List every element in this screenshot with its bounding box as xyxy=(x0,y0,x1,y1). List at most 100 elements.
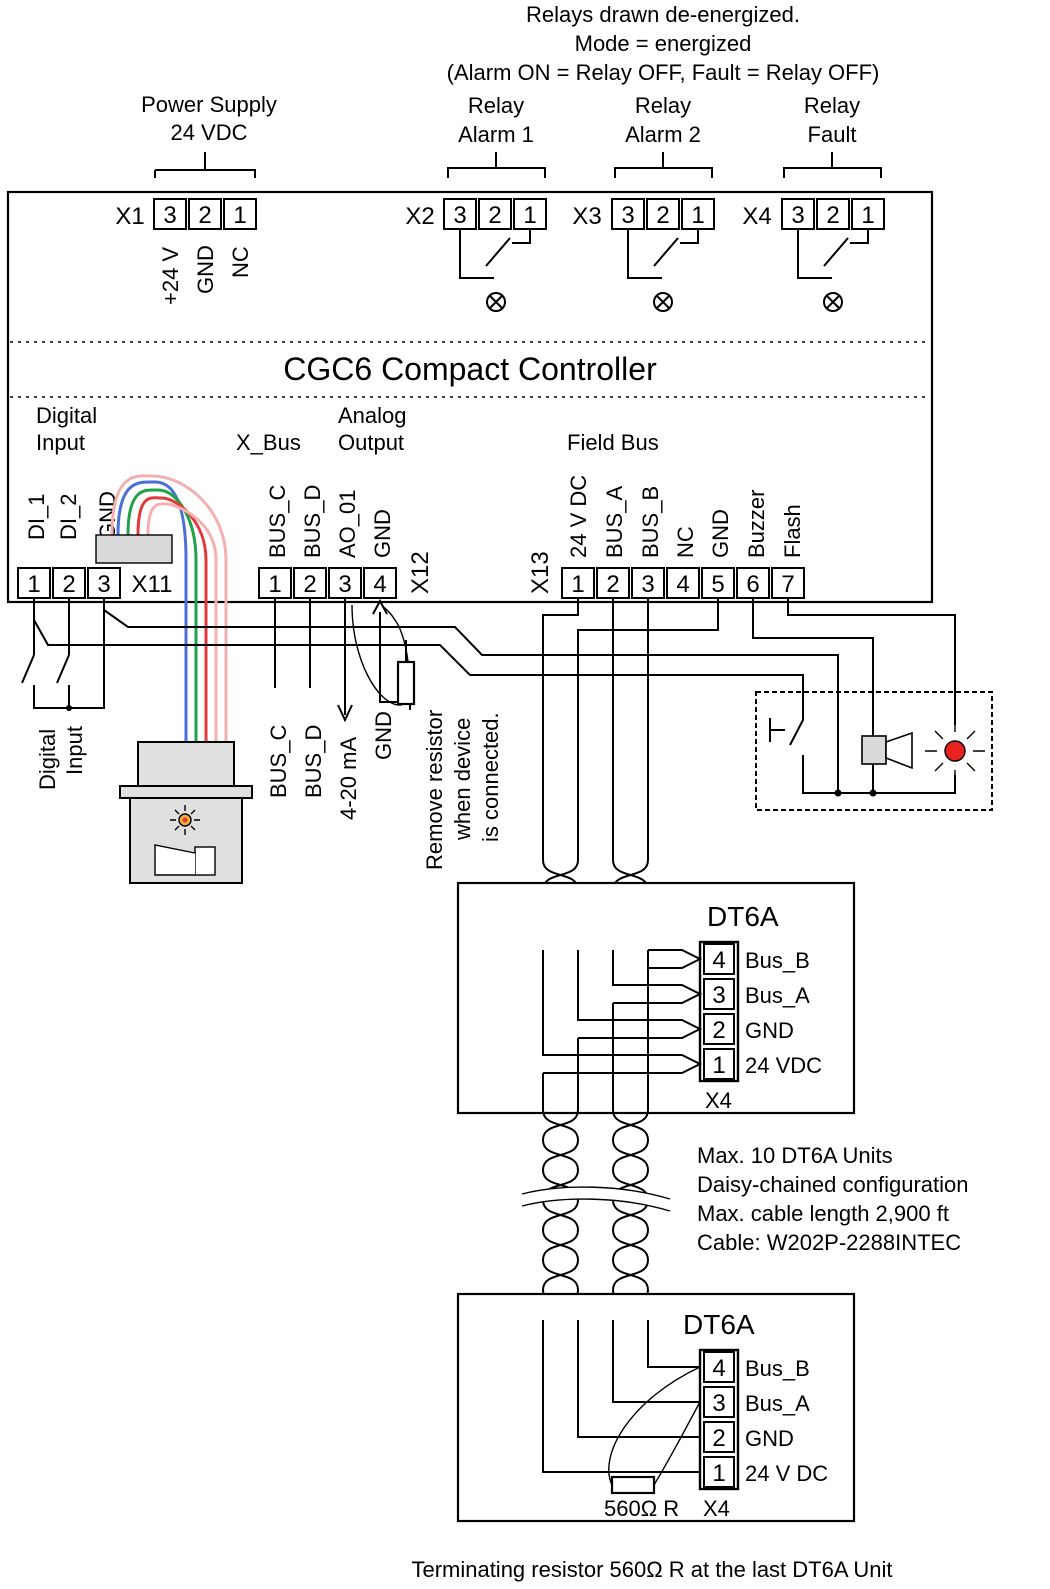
buzzer-icon xyxy=(861,731,913,770)
ribbon-cable xyxy=(95,474,228,745)
below-remove-3: is connected. xyxy=(478,712,503,842)
below-digital-1: Digital xyxy=(35,729,60,790)
relay-alarm2-label: Relay xyxy=(635,93,691,118)
below-remove-1: Remove resistor xyxy=(422,710,447,870)
svg-text:3: 3 xyxy=(641,571,654,598)
below-4-20ma: 4-20 mA xyxy=(336,737,361,820)
svg-text:3: 3 xyxy=(621,202,634,229)
twisted-pair-cable xyxy=(541,1109,650,1321)
relay-fault-label: Relay xyxy=(804,93,860,118)
below-digital-2: Input xyxy=(62,726,87,775)
power-supply-label: Power Supply xyxy=(141,92,277,117)
svg-text:6: 6 xyxy=(746,571,759,598)
svg-text:4: 4 xyxy=(712,947,725,974)
dt6a-bottom-title: DT6A xyxy=(683,1309,755,1340)
relay-alarm1-name: Alarm 1 xyxy=(458,122,534,147)
x1-label-24v: +24 V xyxy=(158,247,183,305)
dt6a-bottom-terminal: 4 3 2 1 xyxy=(698,1348,740,1491)
x12-label: X12 xyxy=(407,551,434,594)
relay-alarm1-label: Relay xyxy=(468,93,524,118)
dt6a-top-box xyxy=(456,881,856,1115)
lamp-icon xyxy=(823,292,843,312)
svg-text:1: 1 xyxy=(27,571,40,598)
relay-fault-name: Fault xyxy=(808,122,857,147)
note-cable-length: Max. cable length 2,900 ft xyxy=(697,1201,949,1226)
svg-text:4: 4 xyxy=(712,1355,725,1382)
footer-terminating-note: Terminating resistor 560Ω R at the last … xyxy=(411,1557,892,1582)
dt6a-bottom-box xyxy=(456,1292,856,1523)
x1-pin-2: 2 xyxy=(198,202,211,229)
analog-header-1: Analog xyxy=(338,403,407,428)
digital-input-switches xyxy=(21,598,105,711)
svg-text:2: 2 xyxy=(656,202,669,229)
relay-note-line1: Relays drawn de-energized. xyxy=(526,2,800,27)
svg-text:3: 3 xyxy=(453,202,466,229)
svg-text:2: 2 xyxy=(712,1017,725,1044)
below-remove-2: when device xyxy=(450,718,475,841)
analog-header-2: Output xyxy=(338,430,404,455)
x13-label-busb: BUS_B xyxy=(638,486,663,558)
x11-label: X11 xyxy=(132,571,173,598)
svg-text:1: 1 xyxy=(571,571,584,598)
dt6a-top-label-busa: Bus_A xyxy=(745,983,810,1008)
flash-light-icon xyxy=(873,722,985,794)
lamp-icon xyxy=(486,292,506,312)
relay-note-line2: Mode = energized xyxy=(575,31,752,56)
x3-terminal: 3 2 1 xyxy=(611,198,715,230)
dt6a-top-terminal: 4 3 2 1 xyxy=(698,940,740,1083)
svg-text:3: 3 xyxy=(712,982,725,1009)
svg-text:1: 1 xyxy=(861,202,874,229)
note-cable-type: Cable: W202P-2288INTEC xyxy=(697,1230,961,1255)
svg-text:2: 2 xyxy=(712,1425,725,1452)
lamp-icon xyxy=(653,292,673,312)
x1-pin-1: 1 xyxy=(233,202,246,229)
x1-label: X1 xyxy=(115,203,144,230)
dt6a-top-connector: X4 xyxy=(705,1088,732,1113)
digital-input-header-2: Input xyxy=(36,430,85,455)
relay-contact-icon xyxy=(797,229,869,279)
x2-terminal: 3 2 1 xyxy=(443,198,547,230)
power-supply-voltage: 24 VDC xyxy=(170,120,247,145)
dt6a-bottom-connector: X4 xyxy=(703,1496,730,1521)
svg-text:4: 4 xyxy=(373,571,386,598)
pushbutton-icon xyxy=(769,690,877,797)
relay-alarm2-name: Alarm 2 xyxy=(625,122,701,147)
x12-label-busd: BUS_D xyxy=(300,485,325,558)
x11-label-di1: DI_1 xyxy=(24,494,49,540)
dt6a-top-label-busb: Bus_B xyxy=(745,948,810,973)
svg-text:2: 2 xyxy=(606,571,619,598)
x1-label-nc: NC xyxy=(228,246,253,278)
x12-terminal: 1 2 3 4 xyxy=(258,567,397,599)
dt6a-top-label-gnd: GND xyxy=(745,1018,794,1043)
x13-label-24vdc: 24 V DC xyxy=(566,475,591,558)
x12-label-busc: BUS_C xyxy=(265,485,290,558)
fieldbus-header: Field Bus xyxy=(567,430,659,455)
field-devices-box xyxy=(755,691,993,811)
x1-label-gnd: GND xyxy=(193,245,218,294)
svg-text:1: 1 xyxy=(691,202,704,229)
x11-label-di2: DI_2 xyxy=(56,494,81,540)
x11-terminal: 1 2 3 xyxy=(17,567,121,599)
controller-title: CGC6 Compact Controller xyxy=(283,351,657,387)
x4-label: X4 xyxy=(742,203,771,230)
dt6a-top-label-24vdc: 24 VDC xyxy=(745,1053,822,1078)
svg-text:2: 2 xyxy=(488,202,501,229)
svg-text:5: 5 xyxy=(711,571,724,598)
x13-label: X13 xyxy=(527,551,554,594)
note-daisy-chain: Daisy-chained configuration xyxy=(697,1172,969,1197)
dt6a-bottom-label-busa: Bus_A xyxy=(745,1391,810,1416)
svg-text:3: 3 xyxy=(338,571,351,598)
x13-terminal: 1 2 3 4 5 6 7 xyxy=(561,567,805,599)
relay-note-line3: (Alarm ON = Relay OFF, Fault = Relay OFF… xyxy=(447,60,880,85)
x13-label-buzzer: Buzzer xyxy=(744,490,769,558)
resistor-icon xyxy=(608,1366,701,1495)
svg-text:4: 4 xyxy=(676,571,689,598)
x4-terminal: 3 2 1 xyxy=(781,198,885,230)
svg-text:3: 3 xyxy=(97,571,110,598)
svg-text:2: 2 xyxy=(62,571,75,598)
xbus-header: X_Bus xyxy=(236,430,301,455)
relay-contact-icon xyxy=(459,229,531,279)
x13-label-nc: NC xyxy=(673,526,698,558)
below-gnd: GND xyxy=(371,711,396,760)
